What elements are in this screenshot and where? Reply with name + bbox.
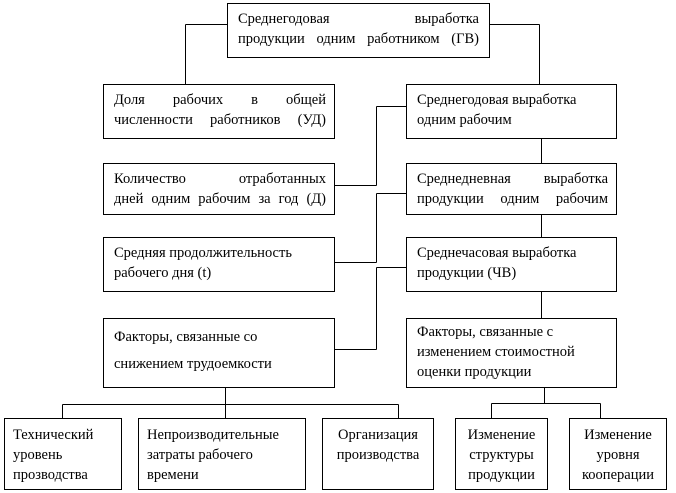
node-label: Факторы, связанные со снижением трудоемк… xyxy=(114,329,272,372)
node-label: Изменение структуры продукции xyxy=(467,427,536,483)
node-label: Среднедневная выработка продукции одним … xyxy=(417,171,608,207)
node-label: Факторы, связанные с изменением стоимост… xyxy=(417,324,575,380)
node-unproductive-time: Непроизводительные затраты рабочего врем… xyxy=(138,418,306,490)
node-label: Среднегодовая выработка одним рабочим xyxy=(417,92,577,128)
node-days-worked: Количество отработанных дней одним рабоч… xyxy=(103,163,335,215)
node-label: Среднечасовая выработка продукции (ЧВ) xyxy=(417,245,577,281)
node-product-structure-change: Изменение структуры продукции xyxy=(455,418,548,490)
node-label: Доля рабочих в общей численности работни… xyxy=(114,92,326,128)
node-label: Организация производства xyxy=(336,427,420,463)
node-annual-output-per-worker: Среднегодовая выработка одним рабочим xyxy=(406,84,617,139)
node-labor-intensity-factors: Факторы, связанные со снижением трудоемк… xyxy=(103,318,335,388)
node-share-of-workers: Доля рабочих в общей численности работни… xyxy=(103,84,335,139)
node-cost-valuation-factors: Факторы, связанные с изменением стоимост… xyxy=(406,318,617,388)
node-label: Изменение уровня кооперации xyxy=(582,427,654,483)
node-hourly-output: Среднечасовая выработка продукции (ЧВ) xyxy=(406,237,617,292)
node-label: Среднегодовая выработка продукции одним … xyxy=(238,11,479,47)
node-annual-output-per-employee: Среднегодовая выработка продукции одним … xyxy=(227,3,490,58)
node-technical-level: Технический уровень прозводства xyxy=(4,418,122,490)
node-production-organization: Организация производства xyxy=(322,418,434,490)
node-cooperation-level-change: Изменение уровня кооперации xyxy=(569,418,667,490)
node-label: Технический уровень прозводства xyxy=(13,427,94,483)
node-daily-output-per-worker: Среднедневная выработка продукции одним … xyxy=(406,163,617,215)
node-label: Количество отработанных дней одним рабоч… xyxy=(114,171,326,207)
node-label: Средняя продолжительность рабочего дня (… xyxy=(114,245,292,281)
node-label: Непроизводительные затраты рабочего врем… xyxy=(147,427,279,483)
node-workday-length: Средняя продолжительность рабочего дня (… xyxy=(103,237,335,292)
